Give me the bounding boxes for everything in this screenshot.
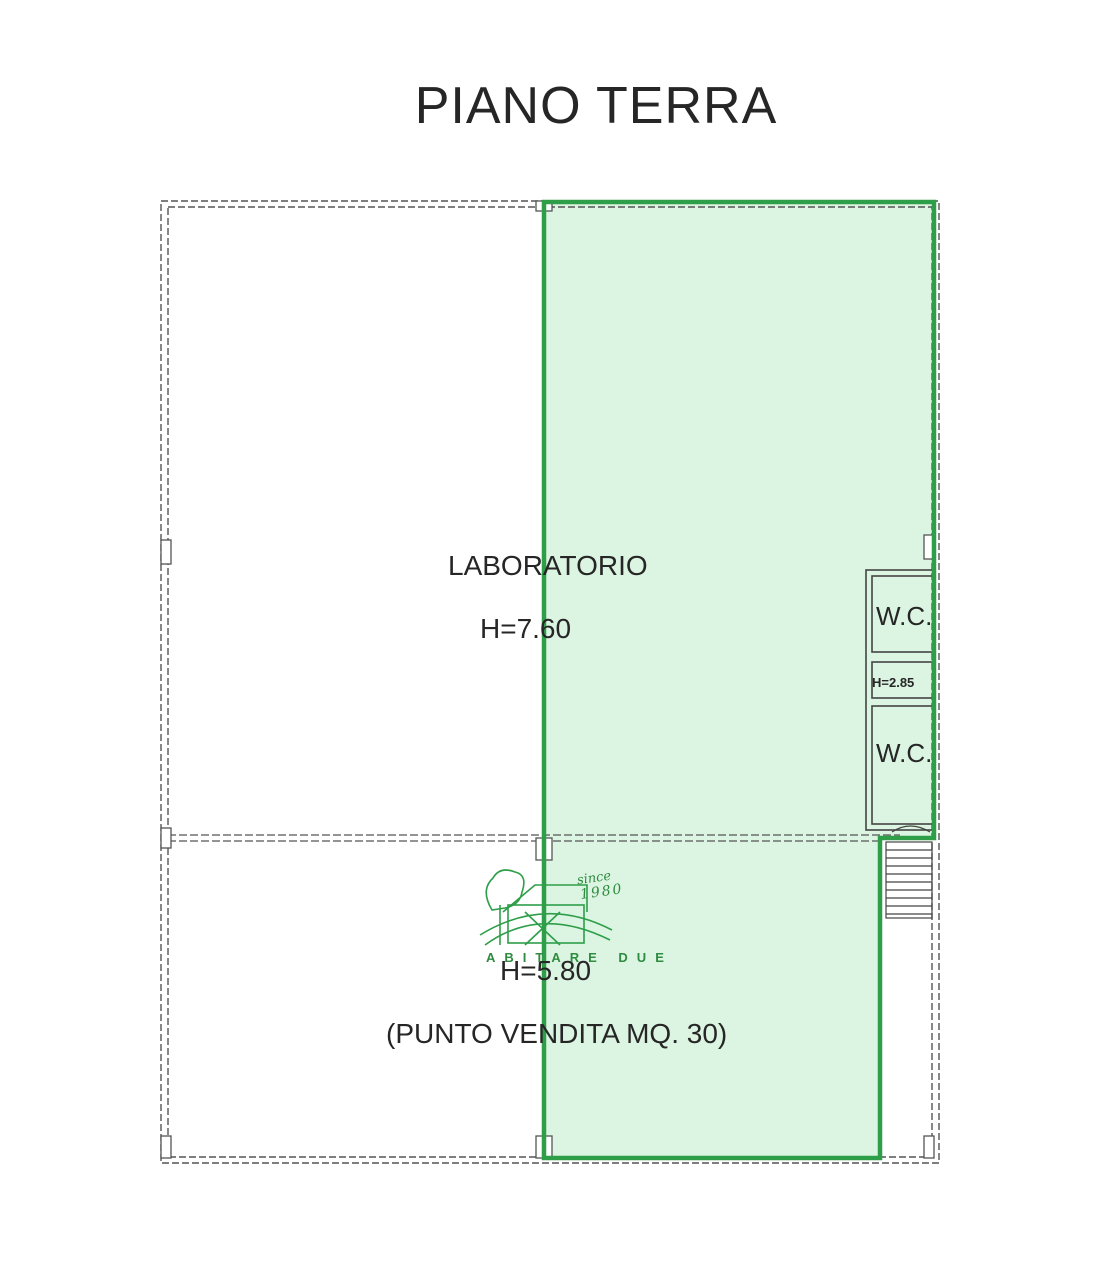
interior-wall xyxy=(168,834,900,842)
highlight-outline xyxy=(541,199,937,1161)
room-label-laboratorio: LABORATORIO xyxy=(448,550,648,581)
room-height-wc: H=2.85 xyxy=(872,675,915,690)
room-label-wc-bottom: W.C. xyxy=(876,738,933,768)
room-label-wc-top: W.C. xyxy=(876,601,933,631)
room-height-lower: H=5.80 xyxy=(500,955,592,986)
logo-name: ABITARE DUE xyxy=(486,950,673,965)
highlighted-area xyxy=(544,202,934,1158)
plan-title: PIANO TERRA xyxy=(414,77,778,135)
stairs xyxy=(885,825,933,919)
room-note-punto-vendita: (PUNTO VENDITA MQ. 30) xyxy=(386,1018,728,1049)
room-height-laboratorio: H=7.60 xyxy=(480,613,572,644)
logo-icon xyxy=(479,869,613,946)
